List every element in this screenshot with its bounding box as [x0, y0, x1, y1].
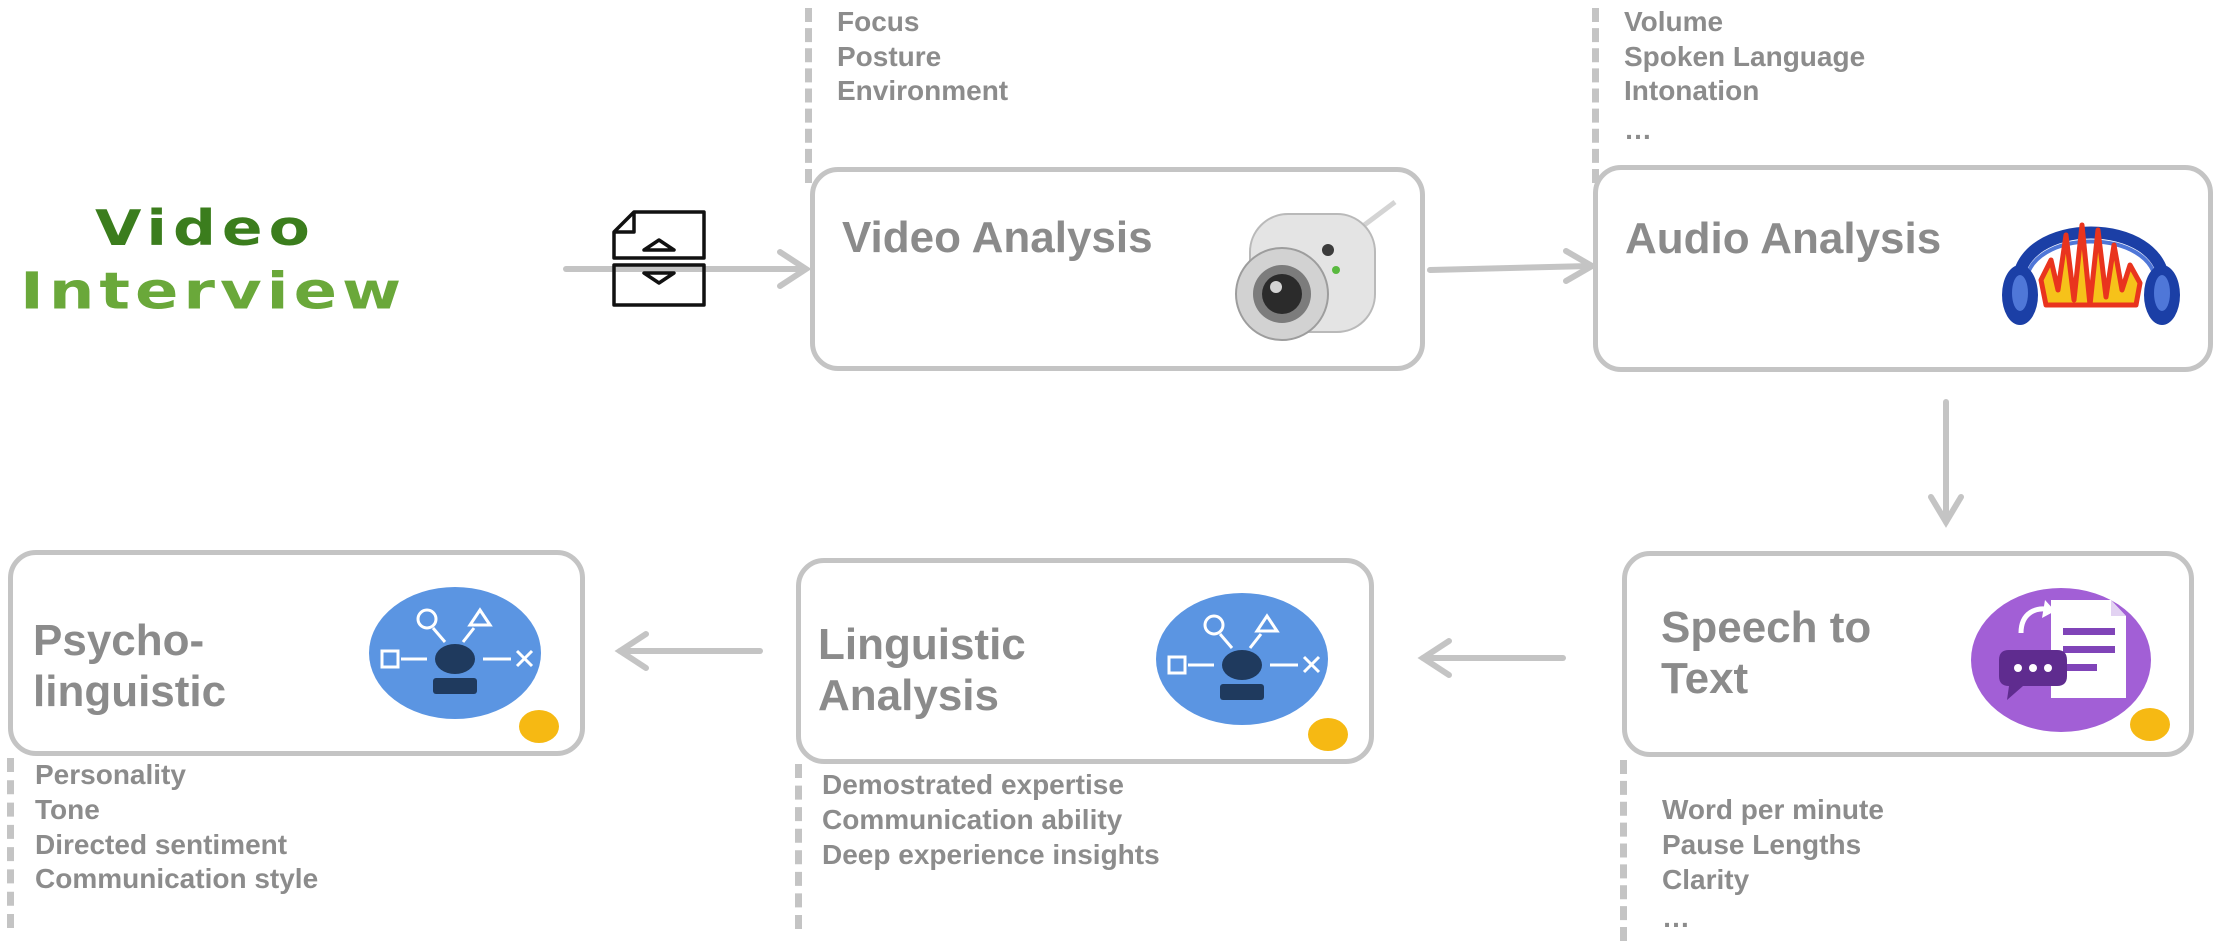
video-analysis-box: Video Analysis: [810, 167, 1425, 371]
psycho-note-communication-style: Communication style: [35, 863, 319, 894]
arrowhead-to-psycho: [614, 631, 649, 671]
status-dot-speech: [2130, 708, 2170, 741]
ml-model-icon: [1156, 593, 1328, 725]
psycho-note-tone: Tone: [35, 794, 100, 825]
psycholinguistic-title-line2: linguistic: [33, 667, 227, 716]
speech-note-wpm: Word per minute: [1662, 794, 1884, 825]
speech-to-text-title-line2: Text: [1661, 654, 1749, 703]
status-dot-linguistic: [1308, 718, 1348, 751]
video-notes-dashline: [805, 8, 812, 183]
linguistic-note-expertise: Demostrated expertise: [822, 769, 1124, 800]
ml-model-icon: [369, 587, 541, 719]
linguistic-analysis-title-line2: Analysis: [818, 671, 999, 720]
speech-to-text-box: Speech to Text: [1622, 551, 2194, 757]
psycho-notes-dashline: [7, 758, 14, 928]
linguistic-analysis-title-line1: Linguistic: [818, 620, 1026, 669]
audio-note-ellipsis: …: [1624, 114, 1652, 145]
title-video: Video: [95, 200, 316, 258]
video-note-posture: Posture: [837, 41, 942, 72]
audio-analysis-title: Audio Analysis: [1625, 214, 1942, 263]
audio-note-spoken-language: Spoken Language: [1624, 41, 1866, 72]
video-analysis-title: Video Analysis: [842, 213, 1153, 262]
linguistic-analysis-box: Linguistic Analysis: [796, 558, 1374, 764]
file-convert-icon: [612, 210, 706, 307]
speech-note-clarity: Clarity: [1662, 864, 1750, 895]
psycho-note-directed-sentiment: Directed sentiment: [35, 829, 288, 860]
speech-note-pause-lengths: Pause Lengths: [1662, 829, 1862, 860]
audio-analysis-box: Audio Analysis: [1593, 165, 2213, 372]
arrowhead-to-video: [777, 249, 812, 289]
arrowhead-to-linguistic: [1417, 638, 1452, 678]
psycho-note-personality: Personality: [35, 759, 186, 790]
linguistic-note-insights: Deep experience insights: [822, 839, 1160, 870]
arrow-to-audio: [1427, 263, 1593, 273]
video-note-environment: Environment: [837, 75, 1009, 106]
audio-notes-dashline: [1592, 8, 1599, 183]
arrowhead-to-speech: [1928, 494, 1964, 528]
linguistic-notes-dashline: [795, 764, 802, 929]
audio-note-intonation: Intonation: [1624, 75, 1760, 106]
psycholinguistic-box: Psycho- linguistic: [8, 550, 585, 756]
title-interview: Interview: [20, 262, 407, 322]
psycholinguistic-title-line1: Psycho-: [33, 616, 205, 665]
linguistic-note-communication: Communication ability: [822, 804, 1123, 835]
speech-notes-dashline: [1620, 760, 1627, 941]
status-dot-psycho: [519, 710, 559, 743]
speech-note-ellipsis: …: [1662, 902, 1690, 933]
speech-to-text-icon: [1971, 588, 2151, 732]
audio-note-volume: Volume: [1624, 6, 1724, 37]
arrowhead-to-audio: [1563, 248, 1599, 284]
webcam-icon: [1235, 200, 1397, 341]
speech-to-text-title-line1: Speech to: [1661, 603, 1872, 652]
headphones-waveform-icon: [2002, 222, 2180, 325]
video-note-focus: Focus: [837, 6, 920, 37]
